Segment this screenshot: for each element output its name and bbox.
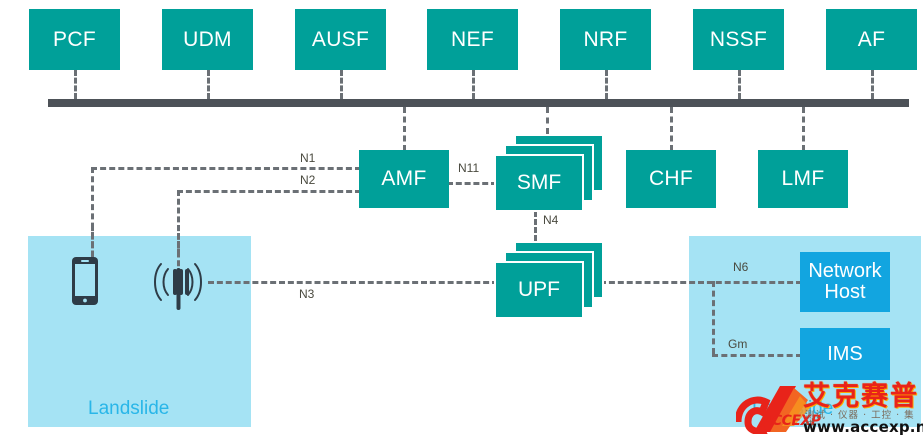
connector-nssf-bus xyxy=(738,70,741,99)
interface-label-n6: N6 xyxy=(733,260,749,274)
nf-box-ausf[interactable]: AUSF xyxy=(295,9,386,70)
nf-box-smf[interactable]: SMF xyxy=(494,154,584,212)
connector-n4 xyxy=(534,211,537,241)
connector-udm-bus xyxy=(207,70,210,99)
connector-bus-amf xyxy=(403,107,406,151)
nf-box-amf[interactable]: AMF xyxy=(359,150,449,208)
nf-box-smf-stack[interactable]: SMF xyxy=(494,134,604,212)
interface-label-n1: N1 xyxy=(300,151,316,165)
interface-label-n3: N3 xyxy=(299,287,315,301)
connector-n2-horizontal xyxy=(177,190,361,193)
network-host-line1: Network xyxy=(808,260,882,282)
nf-box-af[interactable]: AF xyxy=(826,9,917,70)
connector-ausf-bus xyxy=(340,70,343,99)
connector-n11 xyxy=(447,182,497,185)
nf-box-udm[interactable]: UDM xyxy=(162,9,253,70)
nf-box-lmf[interactable]: LMF xyxy=(758,150,848,208)
connector-bus-lmf xyxy=(802,107,805,151)
connector-n6-horizontal xyxy=(600,281,802,284)
interface-label-n4: N4 xyxy=(543,213,559,227)
connector-nrf-bus xyxy=(605,70,608,99)
interface-label-n11: N11 xyxy=(458,161,480,175)
radio-antenna-icon xyxy=(148,255,208,315)
connector-gnb-stub xyxy=(177,225,180,255)
connector-bus-chf xyxy=(670,107,673,151)
connector-n1-horizontal xyxy=(91,167,361,170)
host-box-network-host[interactable]: Network Host xyxy=(800,252,890,312)
nf-box-upf[interactable]: UPF xyxy=(494,261,584,319)
interface-label-gm: Gm xyxy=(728,337,748,351)
watermark-accexp-logo xyxy=(734,382,836,437)
connector-bus-smf xyxy=(546,107,549,134)
connector-n1-vertical xyxy=(91,167,94,275)
connector-ue-stub xyxy=(91,225,94,257)
nf-box-upf-stack[interactable]: UPF xyxy=(494,241,604,319)
interface-label-n2: N2 xyxy=(300,173,316,187)
mobile-phone-icon xyxy=(70,256,100,306)
network-host-line2: Host xyxy=(824,281,866,303)
connector-nef-bus xyxy=(472,70,475,99)
nf-box-nssf[interactable]: NSSF xyxy=(693,9,784,70)
watermark-tagline-cn: 测试 · 仪器 · 工控 · 集成 xyxy=(805,410,915,431)
connector-pcf-bus xyxy=(74,70,77,99)
connector-gm-horizontal xyxy=(712,354,802,357)
nf-box-nef[interactable]: NEF xyxy=(427,9,518,70)
landslide-label-left: Landslide xyxy=(88,398,170,419)
connector-af-bus xyxy=(871,70,874,99)
watermark-logo-text: ACCEXP xyxy=(762,413,821,429)
nf-box-pcf[interactable]: PCF xyxy=(29,9,120,70)
connector-n3 xyxy=(208,281,498,284)
nf-box-chf[interactable]: CHF xyxy=(626,150,716,208)
connector-gm-vertical xyxy=(712,281,715,354)
nf-box-nrf[interactable]: NRF xyxy=(560,9,651,70)
watermark-brand-cn: 艾克赛普 xyxy=(803,381,919,412)
service-based-interface-bus xyxy=(48,99,909,107)
landslide-panel-left xyxy=(28,236,251,427)
host-box-ims[interactable]: IMS xyxy=(800,328,890,380)
watermark-url: www.accexp.net xyxy=(803,418,923,436)
